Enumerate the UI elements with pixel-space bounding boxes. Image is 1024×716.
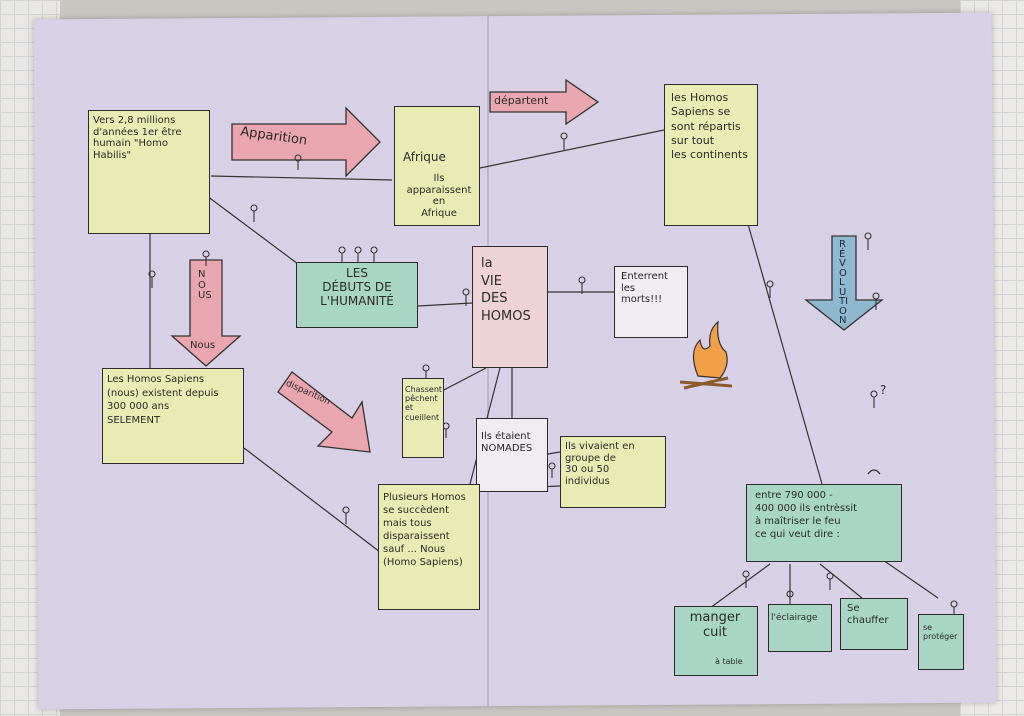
box-continents: les Homos Sapiens se sont répartis sur t… (664, 84, 758, 226)
fire-icon (679, 320, 733, 390)
box-groupe: Ils vivaient en groupe de 30 ou 50 indiv… (560, 436, 666, 508)
arrow-nous-top-label: NOUS (198, 269, 212, 301)
arrow-departent-label: départent (494, 94, 549, 107)
question-mark: ? (880, 383, 887, 397)
box-manger-cuit: manger cuit à table (674, 606, 758, 676)
box-chauffer: Se chauffer (840, 598, 908, 650)
box-homo-sapiens: Les Homos Sapiens (nous) existent depuis… (102, 368, 244, 464)
box-eclairage: l'éclairage (768, 604, 832, 652)
box-vie-homos: la VIE DES HOMOS (472, 246, 548, 368)
box-plusieurs-homos: Plusieurs Homos se succèdent mais tous d… (378, 484, 480, 610)
arrow-revolution-label: RÉVOLUTION (839, 239, 849, 326)
box-maitrise-feu: entre 790 000 - 400 000 ils entrèssit à … (746, 484, 902, 562)
arrow-nous (170, 259, 242, 367)
box-nomades: Ils étaient NOMADES (476, 418, 548, 492)
arrow-disparition (277, 371, 371, 453)
arrow-revolution (804, 235, 884, 331)
arrow-nous-bottom-label: Nous (190, 340, 216, 351)
arrow-departent (489, 78, 600, 126)
box-enterrent-morts: Enterrent les morts!!! (614, 266, 688, 338)
box-homo-habilis: Vers 2,8 millions d'années 1er être huma… (88, 110, 210, 234)
box-debuts-humanite: LES DÉBUTS DE L'HUMANITÉ (296, 262, 418, 328)
stick-figure-icon (148, 132, 958, 616)
arrow-apparition (231, 106, 381, 178)
box-chassent: Chassent pêchent et cueillent (402, 378, 444, 458)
bird-icon (867, 469, 881, 475)
box-afrique: Afrique Ils apparaissent en Afrique (394, 106, 480, 226)
box-proteger: se protéger (918, 614, 964, 670)
